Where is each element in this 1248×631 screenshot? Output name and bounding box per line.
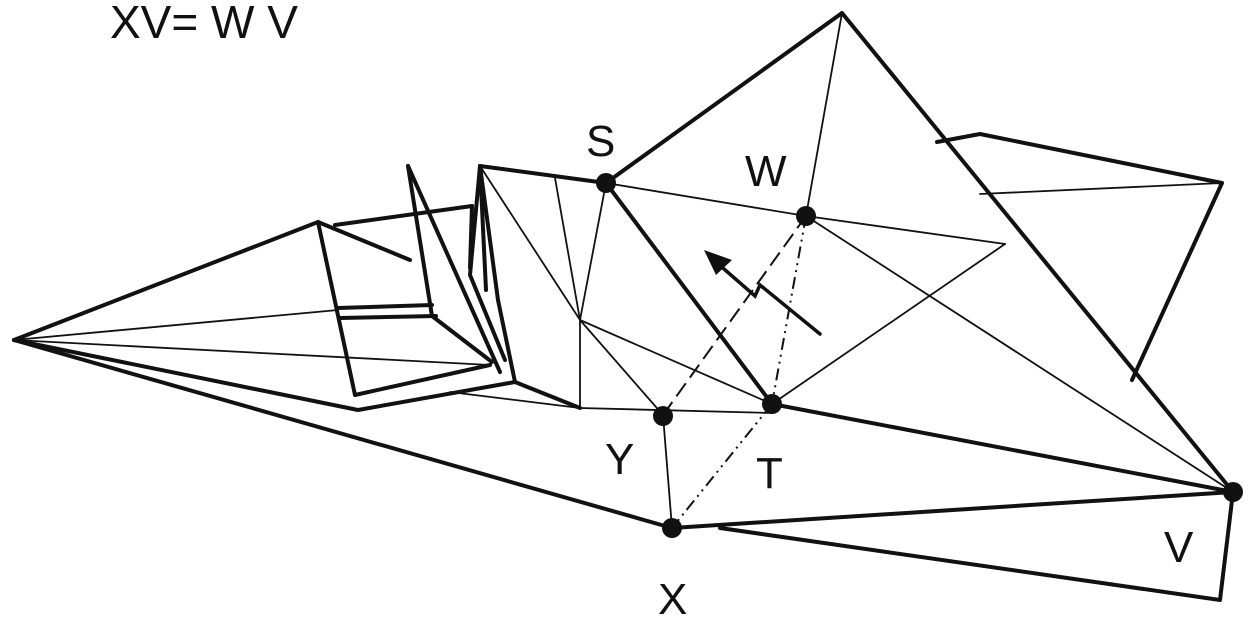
point-W bbox=[796, 206, 816, 226]
label-Y: Y bbox=[605, 435, 634, 484]
point-T bbox=[762, 394, 782, 414]
label-V: V bbox=[1164, 523, 1194, 572]
construction-lines bbox=[663, 216, 806, 528]
point-labels: S W Y T X V bbox=[586, 117, 1194, 624]
fold-arrow-icon bbox=[704, 250, 820, 334]
point-Y bbox=[653, 406, 673, 426]
label-W: W bbox=[745, 147, 787, 196]
label-X: X bbox=[658, 575, 687, 624]
point-X bbox=[662, 518, 682, 538]
outline bbox=[14, 13, 1233, 600]
reference-points bbox=[596, 173, 1243, 538]
label-T: T bbox=[756, 449, 783, 498]
point-S bbox=[596, 173, 616, 193]
point-V bbox=[1223, 482, 1243, 502]
formula-label: XV= W V bbox=[110, 0, 298, 48]
label-S: S bbox=[586, 117, 615, 166]
